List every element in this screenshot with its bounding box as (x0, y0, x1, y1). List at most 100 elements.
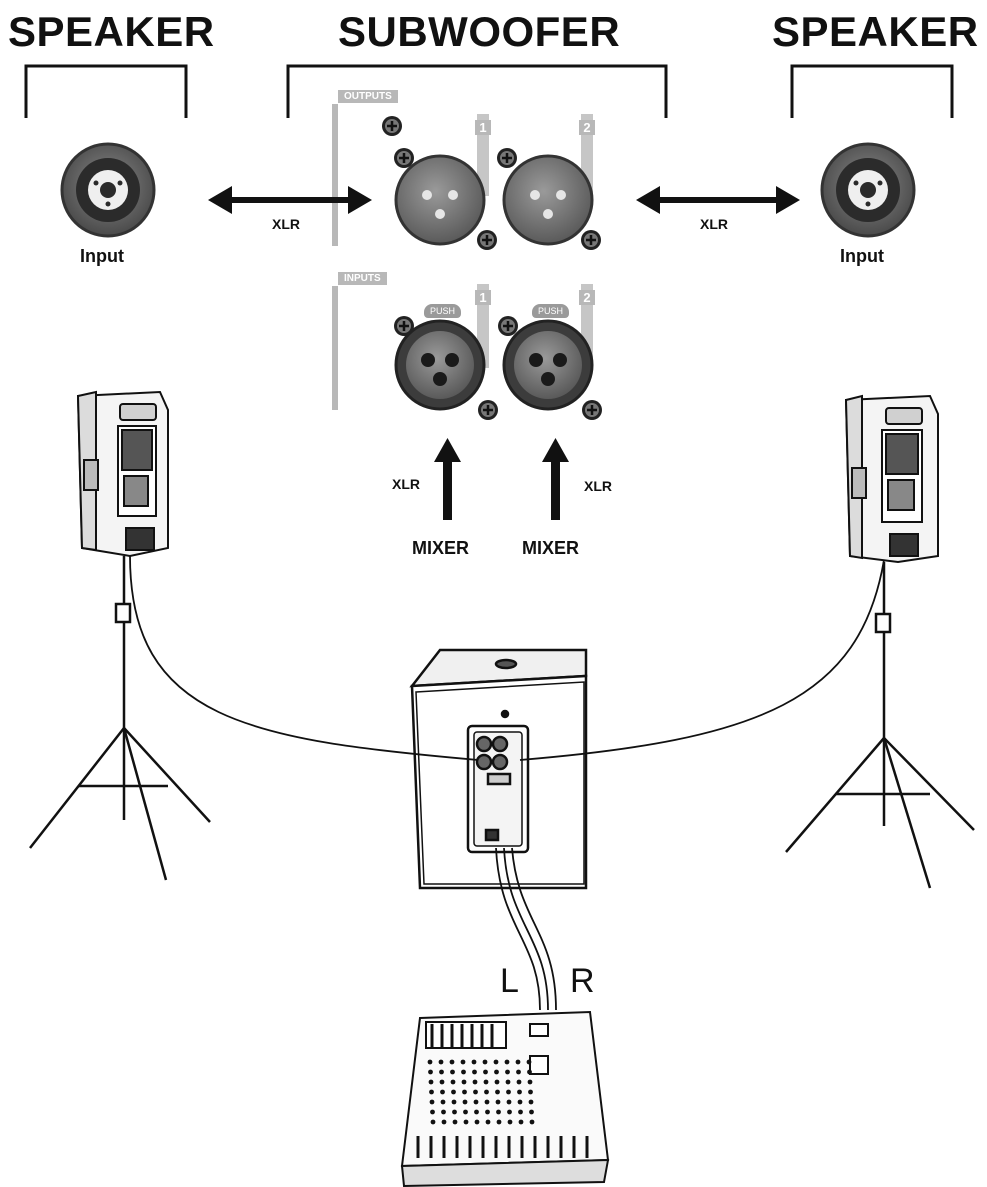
mixer-knob (428, 1079, 434, 1085)
mixer-knob (485, 1119, 491, 1125)
mixer-knob (518, 1119, 524, 1125)
mixer-knob (505, 1079, 511, 1085)
mixer-knob (482, 1059, 488, 1065)
screw-icon (495, 146, 519, 170)
mixer-knob (529, 1119, 535, 1125)
mixer-knob (463, 1119, 469, 1125)
speaker-right-bracket (790, 64, 954, 118)
mixer-label-2: MIXER (522, 538, 580, 558)
mixer-knob (529, 1109, 534, 1115)
xlr-double-arrow-right-icon (636, 186, 800, 214)
mixer-knob (440, 1099, 446, 1105)
channel-r-label: R (570, 962, 595, 1000)
mixer-knob (484, 1099, 490, 1105)
mixer-knob (507, 1119, 513, 1125)
mixer-knob (452, 1119, 458, 1125)
mixer-label-1: MIXER (412, 538, 470, 558)
channel-l-label: L (500, 962, 519, 1000)
output-2-number: 2 (579, 120, 595, 135)
screw-icon (476, 398, 500, 422)
mixer-knob (451, 1089, 456, 1095)
mixer-knob (452, 1109, 457, 1115)
mixer-icon (400, 1010, 610, 1187)
subwoofer-title: SUBWOOFER (338, 8, 621, 55)
mixer-knob (429, 1099, 435, 1105)
mixer-cable-r (511, 847, 557, 1011)
mixer-knob (461, 1079, 467, 1085)
mixer-knob (493, 1059, 499, 1065)
mixer-knob (439, 1079, 445, 1085)
mixer-knob (494, 1079, 500, 1085)
outputs-tag: OUTPUTS (338, 90, 398, 103)
mixer-knob (474, 1109, 479, 1115)
inputs-tag: INPUTS (338, 272, 387, 285)
xlr-male-output-1-icon (394, 154, 486, 246)
speaker-left-input-label: Input (80, 246, 124, 266)
mixer-knob (494, 1069, 499, 1075)
mixer-knob (506, 1089, 511, 1095)
xlr-female-input-2-icon (502, 319, 594, 411)
mixer-knob (438, 1059, 444, 1065)
mixer-knob (441, 1109, 446, 1115)
mixer-faders-icon (416, 1136, 589, 1158)
screw-icon (380, 114, 404, 138)
mixer-knob (504, 1059, 510, 1065)
mixer-knob (471, 1059, 477, 1065)
xlr-label-input-1: XLR (392, 476, 420, 492)
mixer-knob (427, 1059, 433, 1065)
mixer-knob (527, 1079, 533, 1085)
mixer-knob (428, 1069, 433, 1075)
mixer-knob (440, 1089, 445, 1095)
mixer-knob (518, 1109, 523, 1115)
mixer-knob (430, 1119, 436, 1125)
right-speaker-icon (844, 394, 939, 564)
xlr-male-output-2-icon (502, 154, 594, 246)
xlr-female-input-1-icon (394, 319, 486, 411)
mixer-knob (450, 1069, 455, 1075)
screw-icon (579, 228, 603, 252)
mixer-knob (517, 1099, 523, 1105)
mixer-knob (495, 1099, 501, 1105)
combo-jack-icon (60, 142, 156, 238)
mixer-knobs-icon (427, 1059, 535, 1125)
mixer-knob (461, 1069, 466, 1075)
push-latch-2: PUSH (532, 304, 570, 318)
mixer-knob (496, 1109, 501, 1115)
mixer-knob (485, 1109, 490, 1115)
mixer-knob (516, 1069, 521, 1075)
mixer-knob (451, 1099, 457, 1105)
screw-icon (392, 146, 416, 170)
left-speaker-icon (76, 390, 169, 558)
speaker-right-input-label: Input (840, 246, 884, 266)
mixer-knob (450, 1079, 456, 1085)
mixer-knob (528, 1099, 534, 1105)
mixer-knob (483, 1079, 489, 1085)
mixer-knob (462, 1089, 467, 1095)
subwoofer-icon (409, 648, 588, 890)
mixer-knob (496, 1119, 502, 1125)
mixer-knob (472, 1069, 477, 1075)
mixer-knob (429, 1089, 434, 1095)
screw-icon (475, 228, 499, 252)
mixer-knob (473, 1089, 478, 1095)
input-2-number: 2 (579, 290, 595, 305)
mixer-cable-l (495, 847, 541, 1011)
right-stand-icon (785, 562, 975, 889)
speaker-cable-right (519, 559, 885, 761)
mixer-knob (439, 1069, 444, 1075)
speaker-right-title: SPEAKER (772, 8, 979, 55)
left-stand-icon (29, 556, 211, 881)
screw-icon (496, 314, 520, 338)
mixer-knob (473, 1099, 479, 1105)
mixer-knob (507, 1109, 512, 1115)
mixer-knob (430, 1109, 435, 1115)
mixer-knob (462, 1099, 468, 1105)
mixer-arrow-1-icon (434, 438, 461, 520)
subwoofer-bracket (286, 64, 668, 118)
xlr-label-input-2: XLR (584, 478, 612, 494)
screw-icon (392, 314, 416, 338)
mixer-knob (506, 1099, 512, 1105)
push-latch-1: PUSH (424, 304, 462, 318)
mixer-cable-l2 (503, 847, 549, 1011)
